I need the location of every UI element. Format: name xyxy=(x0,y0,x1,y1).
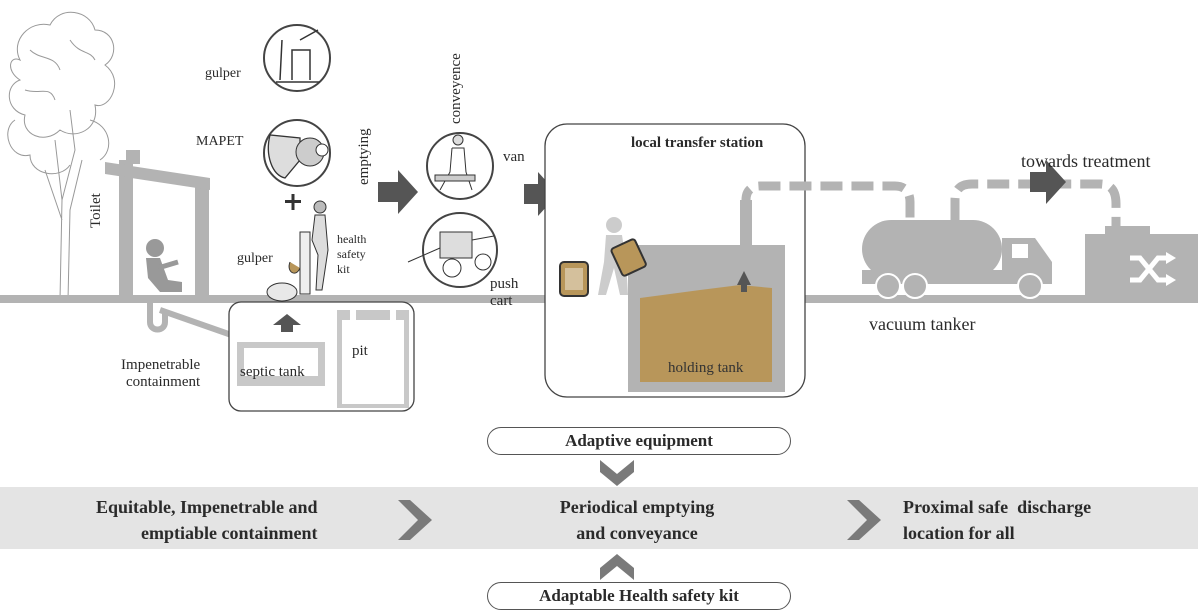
impenetrable-containment-label: Impenetrable containment xyxy=(121,357,201,391)
toilet-shelter-icon xyxy=(105,150,241,341)
tree-icon xyxy=(7,11,116,301)
toilet-label: Toilet xyxy=(88,193,104,228)
local-transfer-station-label: local transfer station xyxy=(631,135,764,151)
health-safety-kit-label: health safety kit xyxy=(337,232,367,276)
mapet-label: MAPET xyxy=(196,134,244,149)
step-emptying-conveyance: Periodical emptying and conveyance xyxy=(559,497,715,543)
vacuum-tanker-label: vacuum tanker xyxy=(869,314,976,334)
arrow-right-icon xyxy=(378,170,418,214)
worker-with-gulper-icon xyxy=(266,200,329,302)
septic-tank-label: septic tank xyxy=(240,364,305,380)
plus-icon xyxy=(285,194,301,210)
containment-box xyxy=(228,301,415,412)
flow-band xyxy=(0,487,1198,549)
chevron-right-icon xyxy=(847,500,881,540)
transfer-pipe-dashed xyxy=(741,181,915,225)
conveyence-label: conveyence xyxy=(448,53,464,124)
treatment-plant-icon xyxy=(1085,226,1198,297)
arrow-right-icon xyxy=(524,172,558,216)
gulper-top-label: gulper xyxy=(205,66,241,81)
adaptive-equipment-pill: Adaptive equipment xyxy=(487,427,791,455)
step-containment: Equitable, Impenetrable and emptiable co… xyxy=(96,497,318,543)
mapet-icon xyxy=(263,119,331,187)
adaptable-health-safety-kit-pill: Adaptable Health safety kit xyxy=(487,582,791,610)
chevron-right-icon xyxy=(398,500,432,540)
vacuum-tanker-icon xyxy=(862,220,1052,299)
emptying-label: emptying xyxy=(356,128,372,185)
step-discharge: Proximal safe discharge location for all xyxy=(903,497,1092,543)
arrow-right-icon xyxy=(1030,160,1066,204)
gulper-low-label: gulper xyxy=(237,251,273,266)
push-cart-label: push cart xyxy=(490,276,519,310)
chevron-down-icon xyxy=(600,460,634,486)
push-cart-icon xyxy=(407,212,498,288)
gulper-icon xyxy=(263,24,331,92)
towards-treatment-label: towards treatment xyxy=(1021,151,1151,171)
pit-label: pit xyxy=(352,343,368,359)
transfer-station-box xyxy=(544,123,806,398)
chevron-up-icon xyxy=(600,554,634,580)
van-driver-icon xyxy=(426,132,494,200)
holding-tank-label: holding tank xyxy=(668,360,744,376)
van-label: van xyxy=(503,149,525,165)
